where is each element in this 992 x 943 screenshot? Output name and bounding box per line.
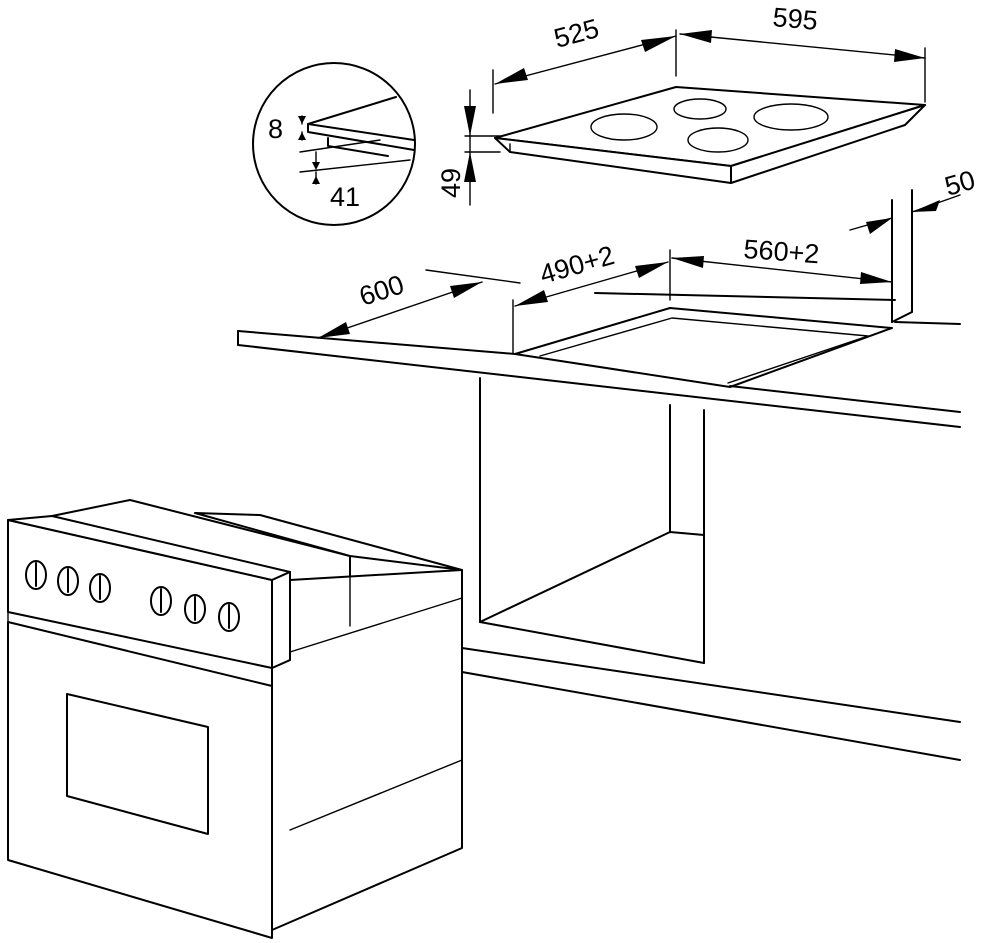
knob-3 [89, 573, 111, 603]
cooking-zones [590, 98, 829, 153]
knob-1 [25, 560, 47, 590]
cooking-zone-left [590, 113, 658, 141]
dimension-lines [317, 29, 961, 355]
label-hob-width: 595 [771, 2, 819, 36]
label-detail-bottom: 41 [330, 182, 360, 212]
hob [494, 86, 926, 184]
label-detail-top: 8 [268, 114, 283, 144]
knob-4 [150, 586, 172, 616]
knob-5 [184, 594, 206, 624]
cooking-zone-right [753, 103, 829, 131]
label-cutout-width: 560+2 [743, 234, 821, 269]
countertop-cutout [514, 307, 893, 388]
label-cutout-depth: 490+2 [536, 240, 617, 290]
countertop [237, 189, 961, 428]
label-hob-depth: 525 [551, 13, 602, 54]
oven [7, 499, 463, 939]
knob-2 [57, 566, 79, 596]
oven-knobs [25, 560, 240, 632]
detail-callout [252, 62, 416, 226]
cooking-zone-top [673, 98, 727, 120]
cabinet [461, 377, 961, 761]
knob-6 [218, 602, 240, 632]
cooking-zone-bottom [687, 127, 749, 153]
label-wall-gap: 50 [941, 165, 978, 202]
label-hob-height: 49 [436, 168, 466, 198]
label-counter-depth: 600 [356, 269, 408, 311]
